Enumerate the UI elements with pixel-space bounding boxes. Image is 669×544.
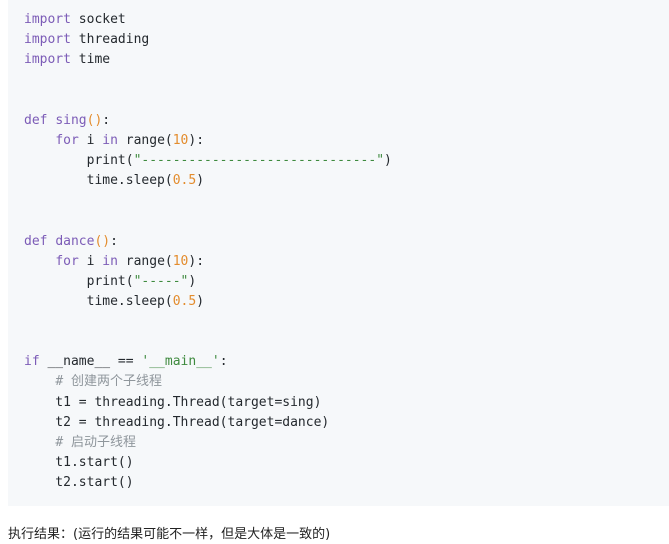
code-line: t1 = threading.Thread(target=sing) <box>24 395 322 410</box>
code-line: # 启动子线程 <box>55 435 136 450</box>
code-line: import threading <box>24 32 150 47</box>
code-line: for i in range(10): <box>55 254 205 269</box>
result-caption: 执行结果：(运行的结果可能不一样，但是大体是一致的) <box>8 527 331 542</box>
code-line: print("-----") <box>24 274 197 289</box>
code-line: time.sleep(0.5) <box>24 173 205 188</box>
code-line: import socket <box>24 12 126 27</box>
code-line: for i in range(10): <box>55 133 205 148</box>
code-line: t1.start() <box>24 455 134 470</box>
code-line: import time <box>24 52 111 67</box>
code-line: # 创建两个子线程 <box>55 374 162 389</box>
code-line: if __name__ == '__main__': <box>24 354 228 369</box>
code-line: t2.start() <box>24 475 134 490</box>
code-line: time.sleep(0.5) <box>24 294 205 309</box>
code-line: def sing(): <box>24 113 111 128</box>
code-line: print("------------------------------") <box>24 153 392 168</box>
code-block: import socket import threading import ti… <box>8 0 669 506</box>
code-line: t2 = threading.Thread(target=dance) <box>24 415 330 430</box>
code-line: def dance(): <box>24 234 118 249</box>
